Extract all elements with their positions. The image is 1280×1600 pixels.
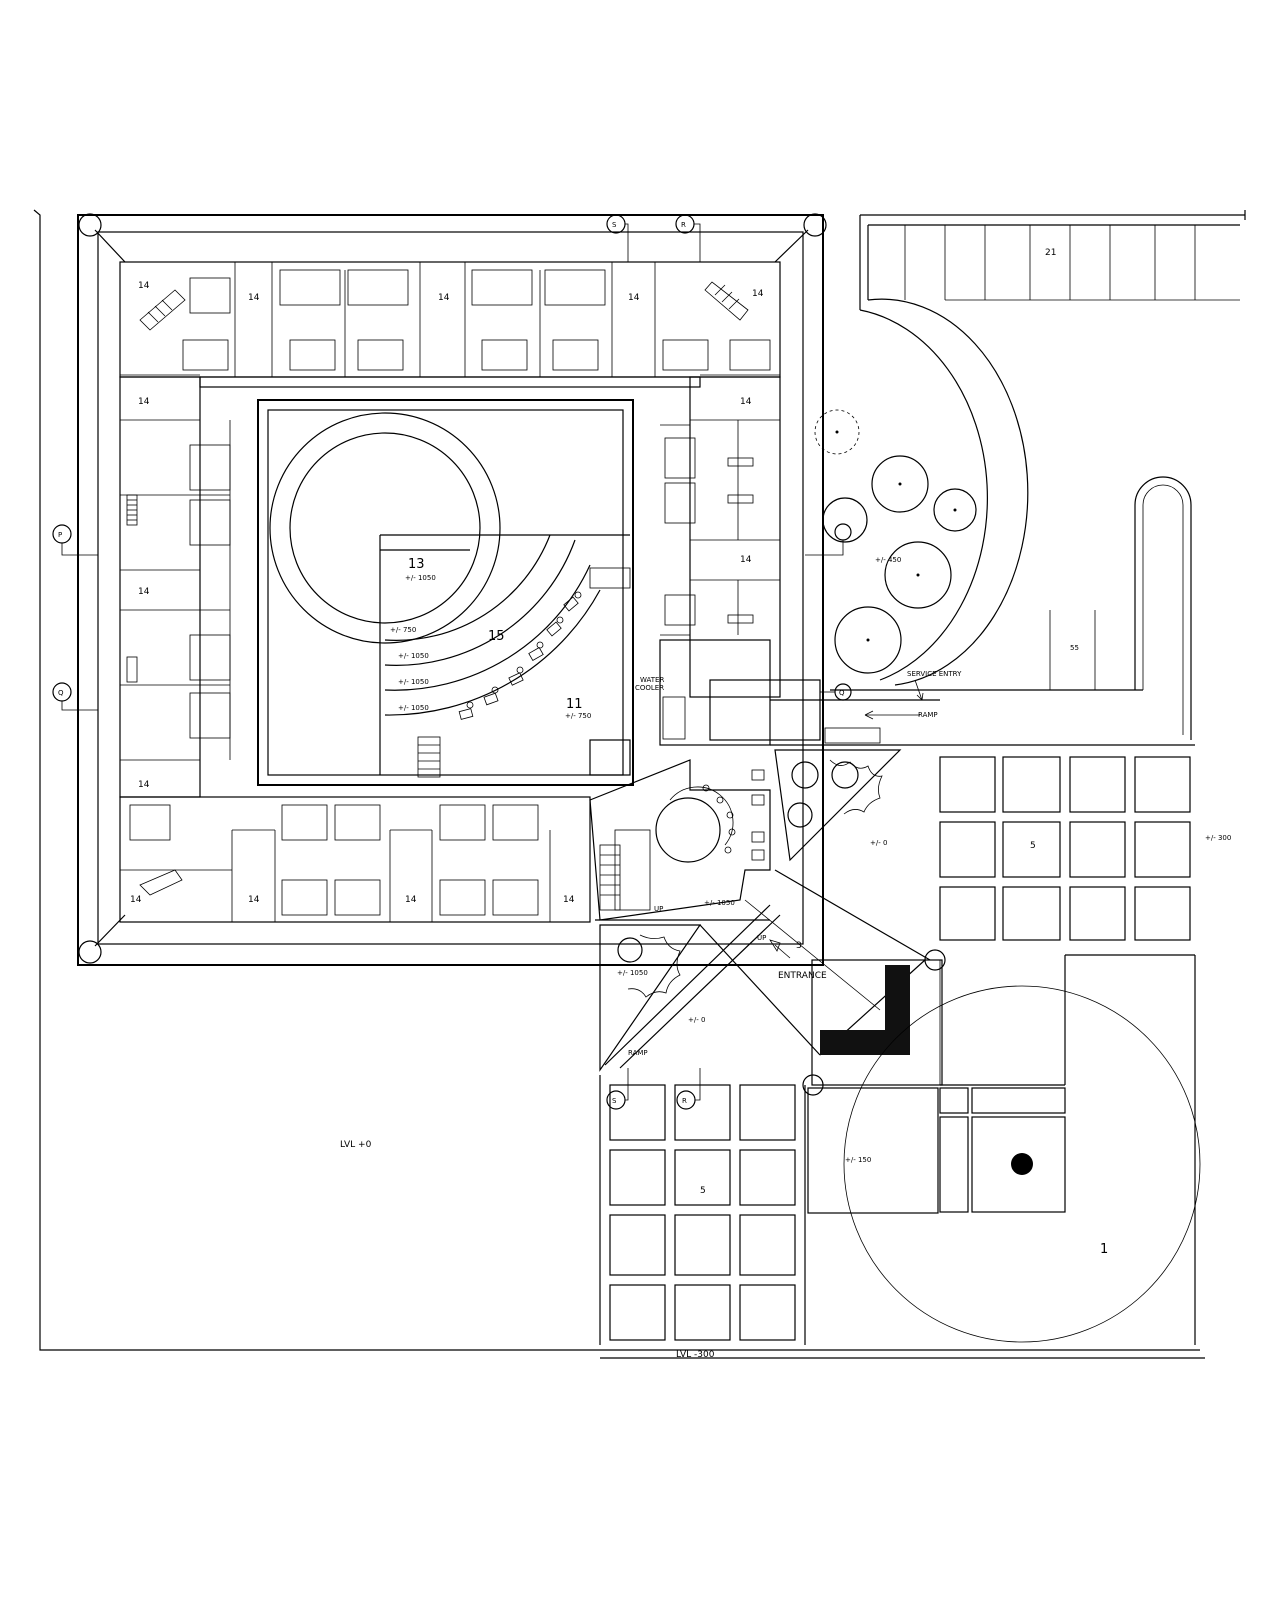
room-tag-14: 14 — [405, 895, 417, 905]
svg-text:+/- 1050: +/- 1050 — [398, 652, 429, 660]
svg-text:+/- 0: +/- 0 — [688, 1016, 705, 1024]
grid-bubble-r-bottom: R — [676, 1068, 701, 1110]
room-tag-14: 14 — [138, 281, 150, 291]
svg-text:+/- 150: +/- 150 — [845, 1156, 871, 1164]
svg-text:55: 55 — [1070, 644, 1079, 652]
parking-area: 21 — [859, 210, 1246, 686]
room-tags: 13 11 15 14 14 14 14 14 14 14 14 14 14 1… — [130, 281, 1108, 1257]
grid-bubble-q-right: Q — [820, 683, 852, 701]
room-tag-14: 14 — [563, 895, 575, 905]
room-tag-14: 14 — [752, 289, 764, 299]
entrance-wing: WATER COOLER SERVICE ENTRY RAMP — [589, 639, 1195, 921]
ramp-label-2: RAMP — [628, 1049, 648, 1057]
grid-bubble-p: P — [52, 524, 98, 556]
room-tag-15: 15 — [488, 629, 505, 644]
svg-text:+/- 300: +/- 300 — [1205, 834, 1231, 842]
room-tag-14: 14 — [740, 555, 752, 565]
right-road: 55 — [830, 476, 1192, 740]
room-tag-14: 14 — [130, 895, 142, 905]
room-tag-13: 13 — [408, 557, 425, 572]
paving-grid-bottom — [609, 1084, 796, 1341]
site-boundary — [33, 209, 1205, 1359]
entrance-label: ENTRANCE — [778, 971, 827, 981]
paving-grid-right — [939, 756, 1191, 941]
svg-text:+/- 750: +/- 750 — [565, 712, 591, 720]
room-tag-14: 14 — [138, 587, 150, 597]
svg-text:R: R — [681, 221, 686, 229]
grid-bubble-s-top: S — [606, 214, 629, 262]
landscape-court: +/- 150 — [599, 949, 1201, 1345]
svg-text:+/- 750: +/- 750 — [390, 626, 416, 634]
grid-bubbles: P Q S R S R Q — [52, 214, 852, 1110]
grid-bubble-r-top: R — [675, 214, 701, 262]
room-tag-14: 14 — [138, 397, 150, 407]
room-tag-5: 5 — [700, 1186, 706, 1196]
svg-text:+/- 0: +/- 0 — [870, 839, 887, 847]
room-tag-14: 14 — [248, 293, 260, 303]
up-label-1: UP — [654, 905, 663, 913]
ramp-label-1: RAMP — [918, 711, 938, 719]
planter-block — [811, 959, 943, 1086]
svg-text:+/- 1050: +/- 1050 — [405, 574, 436, 582]
room-tag-5: 5 — [1030, 841, 1036, 851]
room-tag-14: 14 — [248, 895, 260, 905]
svg-text:+/- 450: +/- 450 — [875, 556, 901, 564]
grid-bubble-p-right — [805, 523, 852, 556]
entrance-gardens: +/- 0 +/- 1050 RAMP UP ENTRANCE +/- 0 — [599, 749, 931, 1072]
svg-text:+/- 1050: +/- 1050 — [398, 678, 429, 686]
room-tag-14: 14 — [740, 397, 752, 407]
room-tag-14: 14 — [138, 780, 150, 790]
svg-text:S: S — [612, 1097, 617, 1105]
room-tag-11: 11 — [566, 697, 583, 712]
room-tag-1: 1 — [1100, 1242, 1108, 1257]
grid-bubble-s-bottom: S — [606, 1068, 629, 1110]
grid-bubble-q: Q — [52, 682, 98, 711]
room-tag-3: 3 — [796, 941, 802, 951]
up-label-2: UP — [757, 934, 766, 942]
garden-trees: +/- 450 — [814, 409, 977, 674]
room-tag-14: 14 — [438, 293, 450, 303]
svg-text:+/- 1050: +/- 1050 — [617, 969, 648, 977]
water-cooler-label: WATER — [640, 676, 664, 684]
svg-text:Q: Q — [58, 689, 64, 697]
svg-text:P: P — [58, 531, 62, 539]
service-entry-label: SERVICE ENTRY — [907, 670, 962, 678]
level-label-0: LVL +0 — [340, 1140, 372, 1150]
level-label-300: LVL -300 — [676, 1350, 715, 1360]
svg-text:+/- 1050: +/- 1050 — [704, 899, 735, 907]
svg-text:Q: Q — [839, 689, 845, 697]
svg-text:S: S — [612, 221, 617, 229]
parking-tag: 21 — [1045, 248, 1056, 258]
svg-text:R: R — [682, 1097, 687, 1105]
water-cooler-label-2: COOLER — [635, 684, 664, 692]
svg-text:+/- 1050: +/- 1050 — [398, 704, 429, 712]
room-tag-14: 14 — [628, 293, 640, 303]
main-building: +/- 750 +/- 1050 +/- 1050 +/- 1050 +/- 1… — [77, 213, 827, 966]
